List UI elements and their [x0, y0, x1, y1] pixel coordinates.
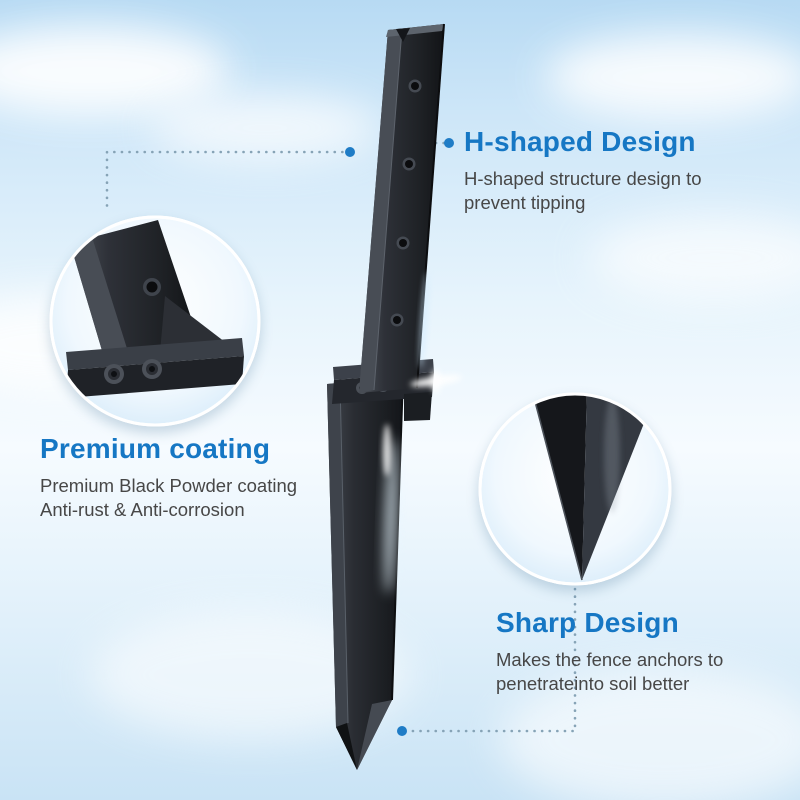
callout-title-h-shaped: H-shaped Design — [464, 126, 696, 157]
callout-sharp-design: Sharp Design Makes the fence anchors to p… — [496, 607, 723, 697]
body-line-1: H-shaped structure design to — [464, 168, 702, 189]
stake — [327, 375, 404, 770]
callout-body-h-shaped: H-shaped structure design to prevent tipp… — [464, 167, 702, 216]
body-line-1: Premium Black Powder coating — [40, 475, 298, 496]
leader-line-premium — [105, 150, 352, 215]
cloud — [590, 215, 800, 301]
leader-lines — [105, 141, 577, 733]
callout-title-sharp: Sharp Design — [496, 607, 679, 638]
coating-detail-art — [66, 220, 244, 398]
callout-body-sharp: Makes the fence anchors to penetrateinto … — [496, 648, 723, 697]
body-line-2: penetrateinto soil better — [496, 673, 690, 695]
sharp-detail-art — [531, 394, 654, 581]
cloud — [500, 670, 800, 800]
coating-detail-inset — [49, 215, 261, 433]
light-glints — [383, 272, 462, 594]
leader-dots — [345, 138, 454, 736]
cloud — [0, 26, 230, 116]
body-line-2: prevent tipping — [464, 192, 586, 214]
body-line-1: Makes the fence anchors to — [496, 649, 724, 670]
cloud — [545, 34, 800, 120]
callout-premium-coating: Premium coating Premium Black Powder coa… — [40, 433, 297, 523]
leader-dot-sharp — [397, 726, 407, 736]
leader-dot-h-shaped — [444, 138, 454, 148]
cloud — [150, 95, 380, 161]
callout-title-premium: Premium coating — [40, 433, 271, 464]
post-upper — [359, 23, 445, 393]
post-holes — [390, 79, 422, 327]
body-line-2: Anti-rust & Anti-corrosion — [40, 499, 245, 521]
sharp-detail-inset — [478, 392, 672, 592]
callout-h-shaped-design: H-shaped Design H-shaped structure desig… — [464, 126, 702, 216]
leader-dot-premium — [345, 147, 355, 157]
anchor-product — [327, 23, 462, 770]
